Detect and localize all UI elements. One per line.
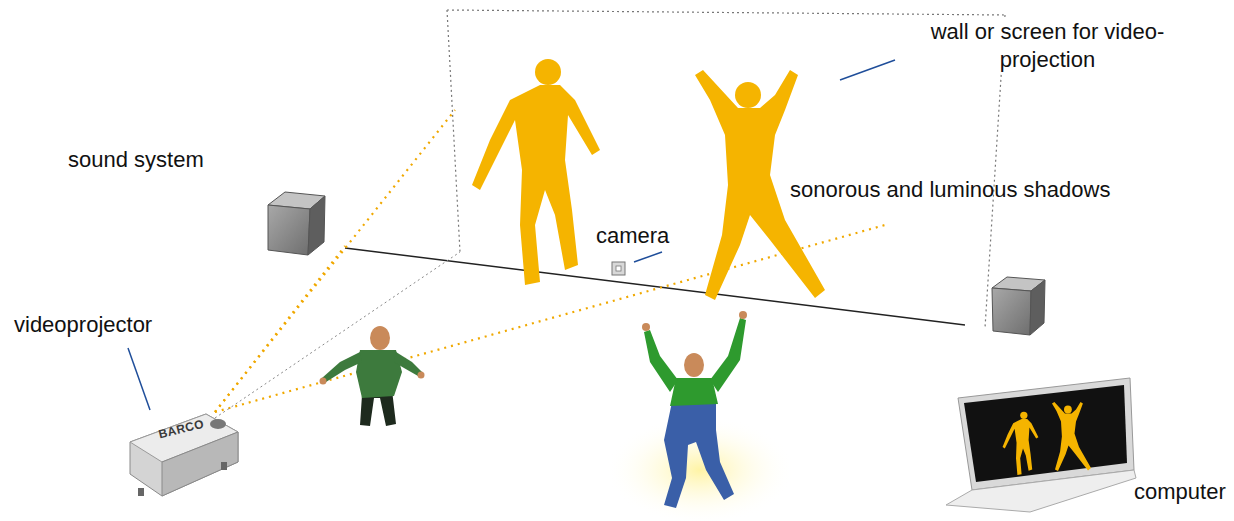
person-figure: [642, 311, 747, 508]
projector-shape: [126, 396, 242, 500]
projector-foot: [221, 462, 227, 470]
callout-label: wall or screen for video-projection: [905, 18, 1190, 73]
callout-label: sound system: [68, 146, 258, 174]
callout-label: sonorous and luminous shadows: [790, 176, 1220, 204]
projector-foot: [138, 488, 144, 496]
videoprojector-body: BARCO: [126, 396, 242, 500]
speaker-cube: [268, 192, 325, 255]
laptop-computer: [946, 378, 1136, 512]
speaker-cube: [992, 277, 1045, 335]
luminous-shadow: [472, 59, 600, 285]
projector-lens: [210, 419, 226, 429]
projection-beam-edge: [215, 252, 460, 418]
callout-label: camera: [596, 222, 706, 250]
camera-symbol: [612, 262, 625, 275]
callout-label: videoprojector: [14, 311, 194, 339]
person-figure: [320, 326, 425, 426]
projector-side: [162, 432, 238, 496]
leader-line: [128, 60, 895, 410]
callout-label: computer: [1134, 478, 1230, 506]
projector-housing: [130, 414, 238, 496]
floor-line: [345, 248, 965, 325]
